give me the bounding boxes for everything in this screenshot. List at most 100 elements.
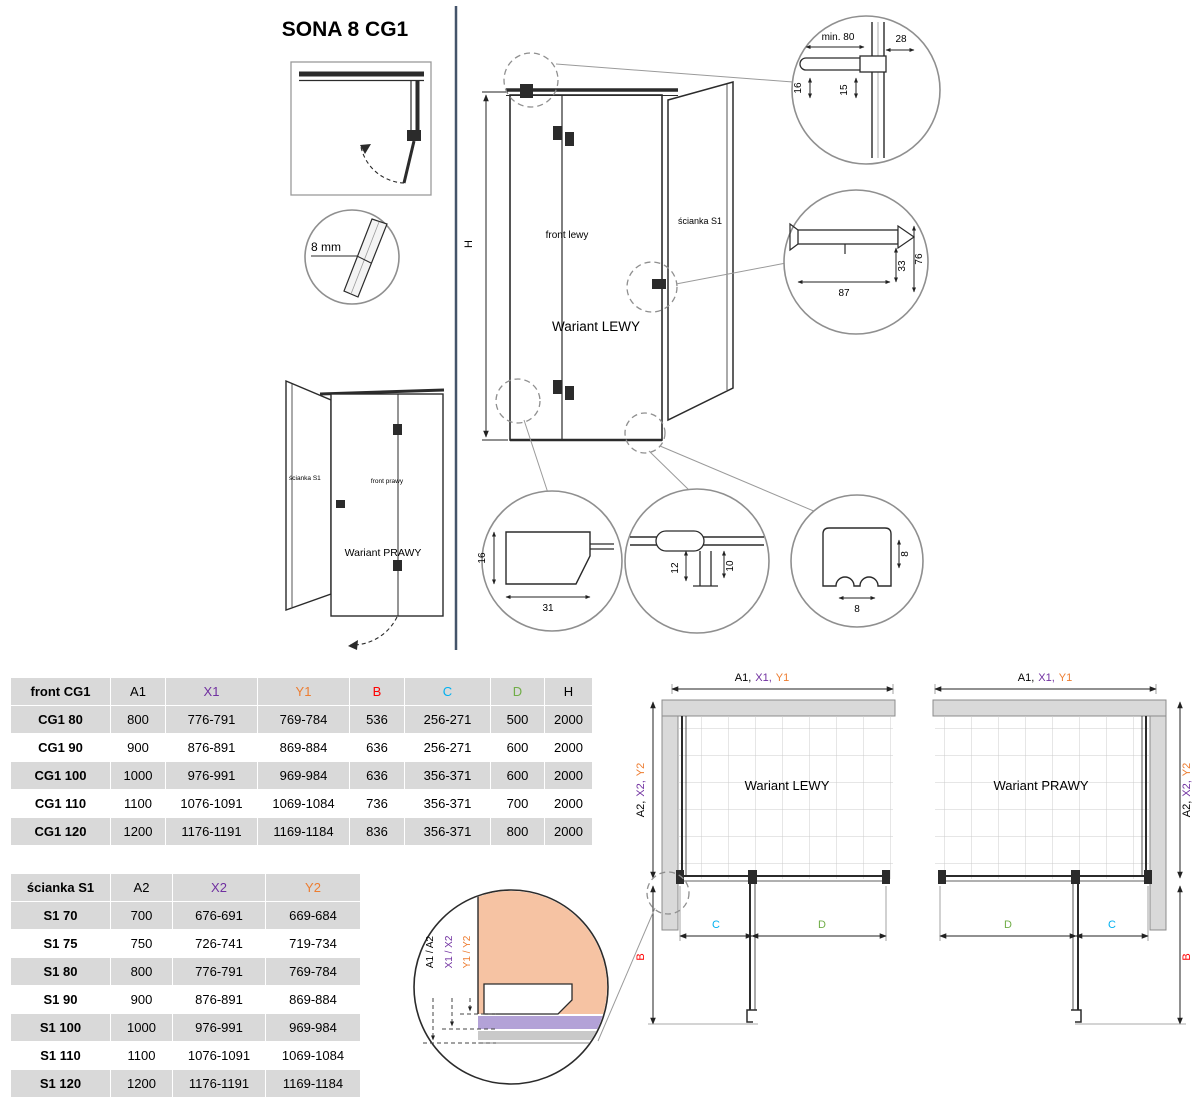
door-hinge-bottom-b xyxy=(565,386,574,400)
small-front-panel xyxy=(330,393,444,617)
legend-x-label: X1 / X2 xyxy=(444,935,455,968)
plan-view-left: Wariant LEWY A1,X1,Y1 A2,X2,Y2 B C D xyxy=(635,672,896,1025)
table-row: S1 110 1100 1076-1091 1069-1084 xyxy=(10,1041,361,1070)
plan-left-door-handle xyxy=(746,1009,757,1023)
wall-panel-s1 xyxy=(667,81,734,422)
x1-cell: 776-791 xyxy=(165,705,258,734)
y2-cell: 769-784 xyxy=(265,957,361,986)
dim-16-bottom: 16 xyxy=(477,552,488,564)
glass-thickness-label: 8 mm xyxy=(311,240,341,254)
c-cell: 256-271 xyxy=(404,733,491,762)
height-dim-label: H xyxy=(463,240,475,248)
legend-profile-zone xyxy=(478,1031,607,1040)
wall-col-y2: Y2 xyxy=(265,873,361,902)
glass-edge xyxy=(343,218,388,298)
h-cell: 2000 xyxy=(544,789,593,818)
plan-left-top-dim: A1,X1,Y1 xyxy=(735,672,790,684)
swing-arrow xyxy=(360,144,371,154)
bar-wall-clamp xyxy=(859,55,887,73)
plan-right-wall-profile xyxy=(1144,870,1152,884)
c-cell: 356-371 xyxy=(404,817,491,846)
wall-table-body: S1 70 700 676-691 669-684 S1 75 750 726-… xyxy=(10,901,361,1098)
b-cell: 636 xyxy=(349,733,405,762)
glide-profile xyxy=(822,527,892,587)
y1-cell: 869-884 xyxy=(257,733,350,762)
top-bar-clamp xyxy=(520,84,533,98)
plan-left-c-label: C xyxy=(712,919,720,931)
hinge-topview-diagram xyxy=(290,61,432,196)
plan-right-b-label: B xyxy=(1181,953,1193,960)
y1-cell: 969-984 xyxy=(257,761,350,790)
plan-left-end-profile xyxy=(882,870,890,884)
y2-cell: 669-684 xyxy=(265,901,361,930)
highlight-threshold xyxy=(624,412,666,454)
small-hinge-bottom xyxy=(393,560,402,571)
x1-cell: 876-891 xyxy=(165,733,258,762)
bracket-clamp-tip xyxy=(897,224,916,250)
x1-cell: 976-991 xyxy=(165,761,258,790)
dim-87: 87 xyxy=(838,288,850,299)
front-table-header-row: front CG1 A1 X1 Y1 B C D H xyxy=(10,677,593,706)
dim-8-side: 8 xyxy=(900,551,911,557)
wall-s1-label: ścianka S1 xyxy=(678,216,722,226)
detail-threshold-profile: 12 10 xyxy=(624,488,770,634)
plan-right-top-wall xyxy=(932,699,1167,717)
d-cell: 800 xyxy=(490,817,545,846)
small-hinge-top xyxy=(393,424,402,435)
a2-cell: 750 xyxy=(110,929,173,958)
small-wall-label: ścianka S1 xyxy=(289,475,321,482)
plan-right-side-dim: A2,X2,Y2 xyxy=(1181,763,1193,818)
model-name-cell: S1 120 xyxy=(10,1069,111,1098)
plan-left-door-hinge xyxy=(748,870,757,884)
door-hinge-top-b xyxy=(565,132,574,146)
dim-76: 76 xyxy=(914,253,925,265)
x2-cell: 726-741 xyxy=(172,929,266,958)
y2-cell: 869-884 xyxy=(265,985,361,1014)
h-cell: 2000 xyxy=(544,817,593,846)
dim-12: 12 xyxy=(670,562,681,574)
model-name-cell: CG1 100 xyxy=(10,761,111,790)
model-name-cell: CG1 110 xyxy=(10,789,111,818)
a1-cell: 1200 xyxy=(110,817,166,846)
front-col-d: D xyxy=(490,677,545,706)
x2-cell: 876-891 xyxy=(172,985,266,1014)
door-hinge-bottom-a xyxy=(553,380,562,394)
small-wall-bracket xyxy=(336,500,345,508)
x2-cell: 976-991 xyxy=(172,1013,266,1042)
detail-top-corner: min. 80 28 16 15 xyxy=(791,15,941,165)
model-name-cell: CG1 120 xyxy=(10,817,111,846)
y1-cell: 1069-1084 xyxy=(257,789,350,818)
dim-16-top: 16 xyxy=(793,82,804,94)
table-row: S1 70 700 676-691 669-684 xyxy=(10,901,361,930)
a2-cell: 1000 xyxy=(110,1013,173,1042)
mounting-legend-detail: A1 / A2 X1 / X2 Y1 / Y2 xyxy=(413,889,609,1085)
wall-s1-table: ścianka S1 A2 X2 Y2 S1 70 700 676-691 66… xyxy=(10,873,361,1098)
legend-bracket-profile xyxy=(483,983,573,1015)
x2-cell: 1176-1191 xyxy=(172,1069,266,1098)
front-col-h: H xyxy=(544,677,593,706)
wall-col-a2: A2 xyxy=(110,873,173,902)
plan-right-variant-label: Wariant PRAWY xyxy=(993,778,1088,793)
front-col-b: B xyxy=(349,677,405,706)
plan-left-variant-label: Wariant LEWY xyxy=(745,778,830,793)
highlight-wall-bracket xyxy=(626,261,678,313)
plan-left-wall-profile xyxy=(676,870,684,884)
plan-left-side-wall xyxy=(661,715,679,931)
plan-right-d-label: D xyxy=(1004,919,1012,931)
small-wall-panel xyxy=(285,379,332,611)
b-cell: 636 xyxy=(349,761,405,790)
front-col-y1: Y1 xyxy=(257,677,350,706)
model-name-cell: CG1 90 xyxy=(10,733,111,762)
table-row: CG1 100 1000 976-991 969-984 636 356-371… xyxy=(10,761,593,790)
plan-right-door-hinge xyxy=(1071,870,1080,884)
front-col-a1: A1 xyxy=(110,677,166,706)
model-name-cell: CG1 80 xyxy=(10,705,111,734)
plan-left-tile-grid xyxy=(678,716,893,879)
main-isometric-view: front lewy ścianka S1 Wariant LEWY H xyxy=(463,52,734,454)
y2-cell: 1069-1084 xyxy=(265,1041,361,1070)
b-cell: 736 xyxy=(349,789,405,818)
c-cell: 256-271 xyxy=(404,705,491,734)
hinge-block xyxy=(407,130,421,141)
threshold-clamp xyxy=(655,530,705,552)
